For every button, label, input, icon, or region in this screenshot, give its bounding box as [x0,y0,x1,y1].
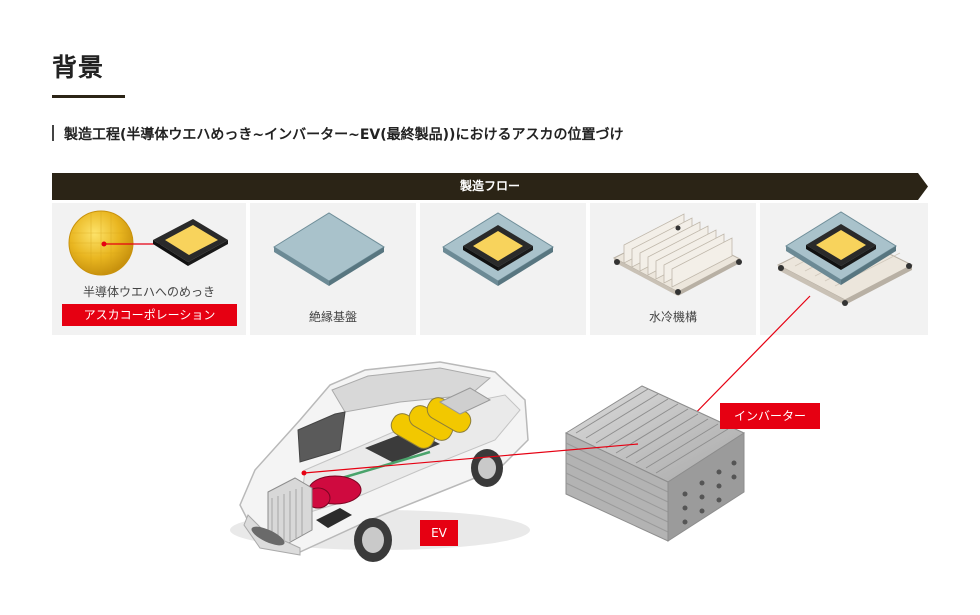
ev-tag: EV [420,520,458,546]
title-underline [52,95,125,98]
subtitle-marker [52,125,54,141]
asuka-tag: アスカコーポレーション [62,304,237,326]
page-title: 背景 [52,53,105,82]
flow-step-label: 水冷機構 [648,310,697,324]
flow-step-label: 半導体ウエハへのめっき [82,285,215,299]
flow-banner: 製造フロー [52,173,928,200]
chip-icon [153,219,228,266]
chip-on-substrate-icon [442,212,554,286]
heatsink-icon [612,213,742,296]
substrate-icon [273,212,385,286]
page-subtitle: 製造工程(半導体ウエハめっき~インバーター~EV(最終製品))におけるアスカの位… [64,127,624,143]
ev-car-icon [230,361,530,562]
inverter-icon [564,385,746,542]
flow-banner-label: 製造フロー [459,179,520,193]
flow-step-label: 絶縁基盤 [308,310,357,324]
wafer-icon [68,210,134,276]
assembled-module-icon [776,211,914,306]
inverter-tag: インバーター [720,403,820,429]
